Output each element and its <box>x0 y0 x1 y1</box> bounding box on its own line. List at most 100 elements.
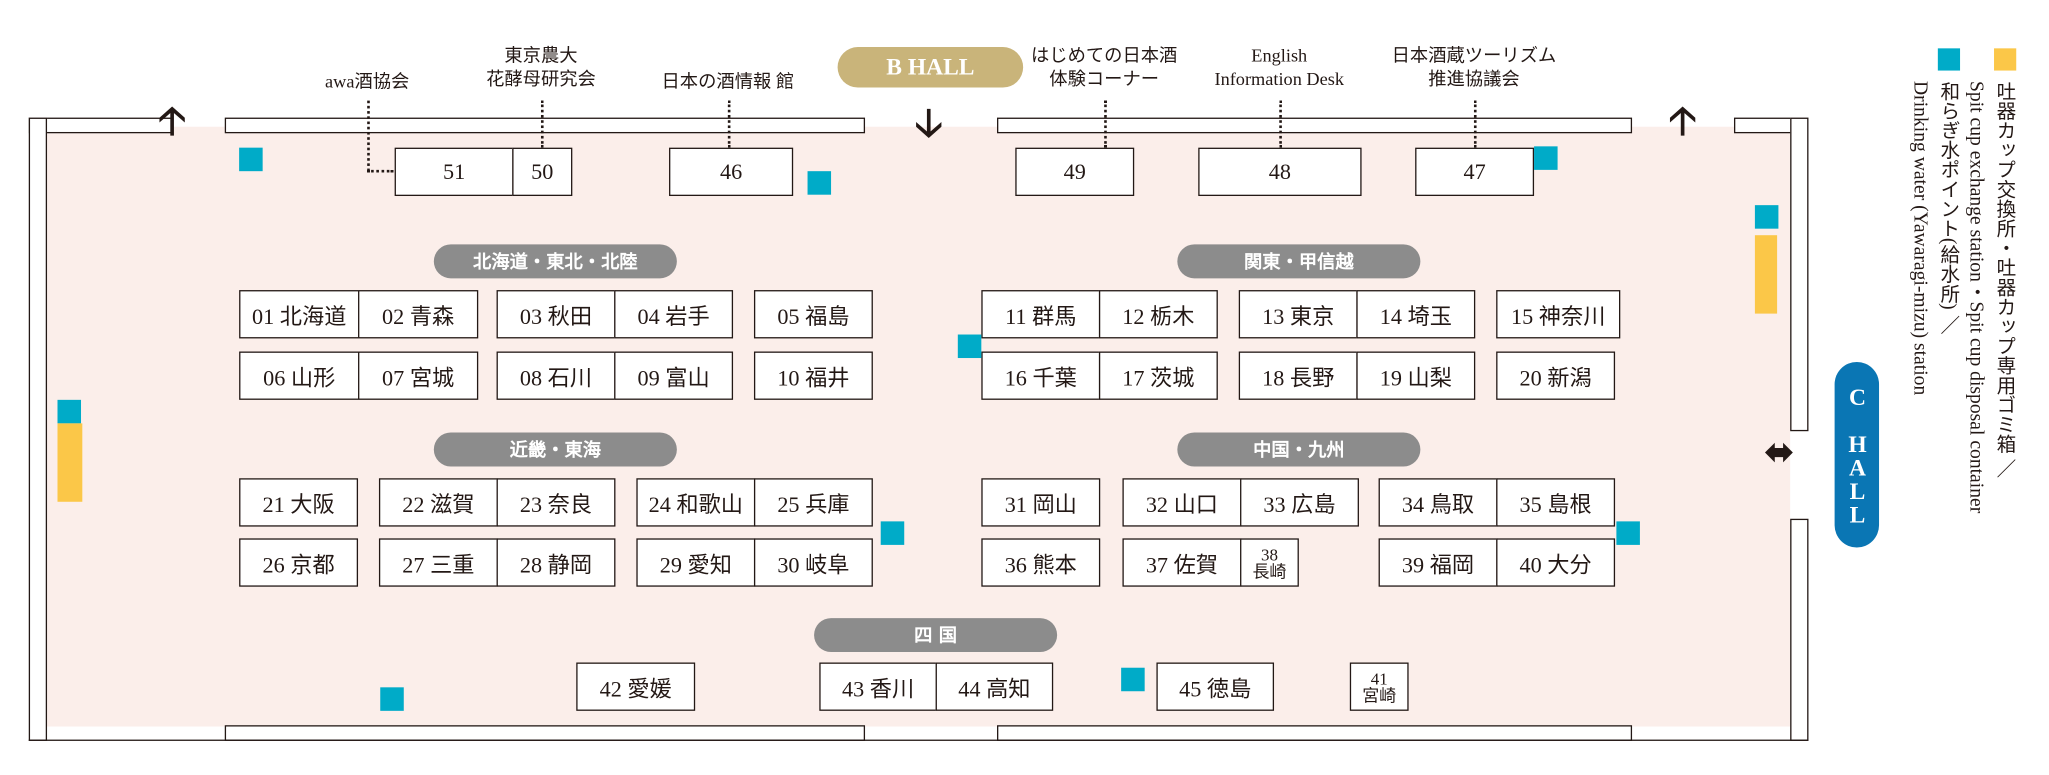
booth-23[interactable]: 23 奈良 <box>496 478 616 527</box>
booth-34[interactable]: 34 鳥取 <box>1378 478 1498 527</box>
booth-04[interactable]: 04 岩手 <box>614 290 734 339</box>
booth-20[interactable]: 20 新潟 <box>1496 351 1616 400</box>
water-station-icon <box>239 147 263 172</box>
label-text: 花酵母研究会 <box>486 70 596 91</box>
wall <box>997 117 1633 134</box>
booth-18[interactable]: 18 長野 <box>1238 351 1358 400</box>
booth-05[interactable]: 05 福島 <box>753 290 873 339</box>
booth-01[interactable]: 01 北海道 <box>239 290 360 339</box>
c-hall-label: C HALL <box>1844 384 1871 526</box>
b-hall-label: B HALL <box>886 53 975 80</box>
booth-44[interactable]: 44 高知 <box>935 662 1054 711</box>
legend-spit-jp: 吐器カップ交換所・吐器カップ専用ゴミ箱 ／ <box>1994 81 2015 478</box>
legend-water-swatch <box>1937 48 1961 71</box>
booth-08[interactable]: 08 石川 <box>496 351 616 400</box>
arrow-down-icon: 🡣 <box>914 100 943 147</box>
booth-26[interactable]: 26 京都 <box>239 538 359 587</box>
booth-49[interactable]: 49 <box>1015 147 1135 197</box>
booth-06[interactable]: 06 山形 <box>239 351 360 400</box>
booth-name: 宮崎 <box>1362 685 1397 705</box>
label-text: はじめての日本酒 <box>1030 47 1178 67</box>
water-station-icon <box>880 521 905 545</box>
wall <box>28 117 173 134</box>
booth-31[interactable]: 31 岡山 <box>981 478 1101 527</box>
booth-51[interactable]: 51 <box>394 147 514 197</box>
label-text: 日本の酒情報 館 <box>661 73 795 93</box>
booth-16[interactable]: 16 千葉 <box>981 351 1101 400</box>
legend-water-jp: 和らぎ水ポイント(給水所) ／ <box>1937 81 1959 335</box>
booth-32[interactable]: 32 山口 <box>1122 478 1242 527</box>
arrow-up-icon: 🡡 <box>158 98 187 144</box>
wall <box>224 117 866 134</box>
wall <box>28 739 1809 741</box>
booth-03[interactable]: 03 秋田 <box>496 290 616 339</box>
booth-name: 長崎 <box>1252 561 1287 581</box>
region-shikoku: 四 国 <box>814 618 1058 653</box>
booth-14[interactable]: 14 埼玉 <box>1356 290 1476 339</box>
c-hall-badge[interactable]: C HALL <box>1834 361 1880 548</box>
region-kanto-koshinetsu: 関東・甲信越 <box>1177 244 1421 279</box>
booth-40[interactable]: 40 大分 <box>1496 538 1616 587</box>
booth-02[interactable]: 02 青森 <box>358 290 479 339</box>
water-station-icon <box>807 171 832 195</box>
arrow-up-icon: 🡡 <box>1668 98 1697 144</box>
water-station-icon <box>1754 205 1779 229</box>
label-text: 推進協議会 <box>1428 70 1520 91</box>
booth-09[interactable]: 09 富山 <box>614 351 734 400</box>
booth-22[interactable]: 22 滋賀 <box>378 478 498 527</box>
leader-line <box>1473 100 1477 148</box>
booth-35[interactable]: 35 島根 <box>1496 478 1616 527</box>
booth-27[interactable]: 27 三重 <box>378 538 498 587</box>
wall <box>224 725 866 741</box>
booth-11[interactable]: 11 群馬 <box>981 290 1101 339</box>
region-kinki-tokai: 近畿・東海 <box>433 432 677 467</box>
legend-spit-en: Spit cup exchange station・Spit cup dispo… <box>1965 81 1987 514</box>
booth-28[interactable]: 28 静岡 <box>496 538 616 587</box>
label-info: 日本の酒情報 館 <box>662 72 795 96</box>
booth-45[interactable]: 45 徳島 <box>1156 662 1275 711</box>
leader-line <box>727 100 731 148</box>
booth-48[interactable]: 48 <box>1198 147 1362 197</box>
leader-line <box>540 100 544 148</box>
booth-46[interactable]: 46 <box>669 147 794 197</box>
booth-number: 38 <box>1260 544 1278 564</box>
label-text: Information Desk <box>1214 70 1345 91</box>
booth-12[interactable]: 12 栃木 <box>1098 290 1218 339</box>
label-tourism: 日本酒蔵ツーリズム推進協議会 <box>1392 46 1557 93</box>
booth-13[interactable]: 13 東京 <box>1238 290 1358 339</box>
booth-17[interactable]: 17 茨城 <box>1098 351 1218 400</box>
booth-19[interactable]: 19 山梨 <box>1356 351 1476 400</box>
region-chugoku-kyushu: 中国・九州 <box>1177 432 1421 467</box>
booth-10[interactable]: 10 福井 <box>753 351 873 400</box>
label-text: English <box>1251 47 1308 67</box>
booth-33[interactable]: 33 広島 <box>1240 478 1359 527</box>
booth-15[interactable]: 15 神奈川 <box>1496 290 1621 339</box>
water-station-icon <box>1616 521 1640 545</box>
b-hall-badge[interactable]: B HALL <box>837 47 1024 88</box>
label-text: 日本酒蔵ツーリズム <box>1391 47 1557 67</box>
wall <box>997 725 1633 741</box>
label-nodai: 東京農大花酵母研究会 <box>486 46 596 93</box>
booth-39[interactable]: 39 福岡 <box>1378 538 1498 587</box>
booth-47[interactable]: 47 <box>1415 147 1535 197</box>
booth-42[interactable]: 42 愛媛 <box>576 662 696 711</box>
booth-37[interactable]: 37 佐賀 <box>1122 538 1242 587</box>
booth-30[interactable]: 30 岐阜 <box>753 538 873 587</box>
region-hokkaido-tohoku-hokuriku: 北海道・東北・北陸 <box>433 244 677 279</box>
booth-21[interactable]: 21 大阪 <box>239 478 359 527</box>
booth-50[interactable]: 50 <box>512 147 573 197</box>
water-station-icon <box>1534 146 1558 170</box>
booth-29[interactable]: 29 愛知 <box>636 538 756 587</box>
booth-24[interactable]: 24 和歌山 <box>636 478 756 527</box>
booth-36[interactable]: 36 熊本 <box>981 538 1101 587</box>
leader-line <box>1279 100 1282 148</box>
booth-25[interactable]: 25 兵庫 <box>753 478 873 527</box>
wall <box>1790 117 1809 432</box>
booth-07[interactable]: 07 宮城 <box>358 351 479 400</box>
booth-43[interactable]: 43 香川 <box>819 662 937 711</box>
label-text: awa酒協会 <box>325 73 410 93</box>
